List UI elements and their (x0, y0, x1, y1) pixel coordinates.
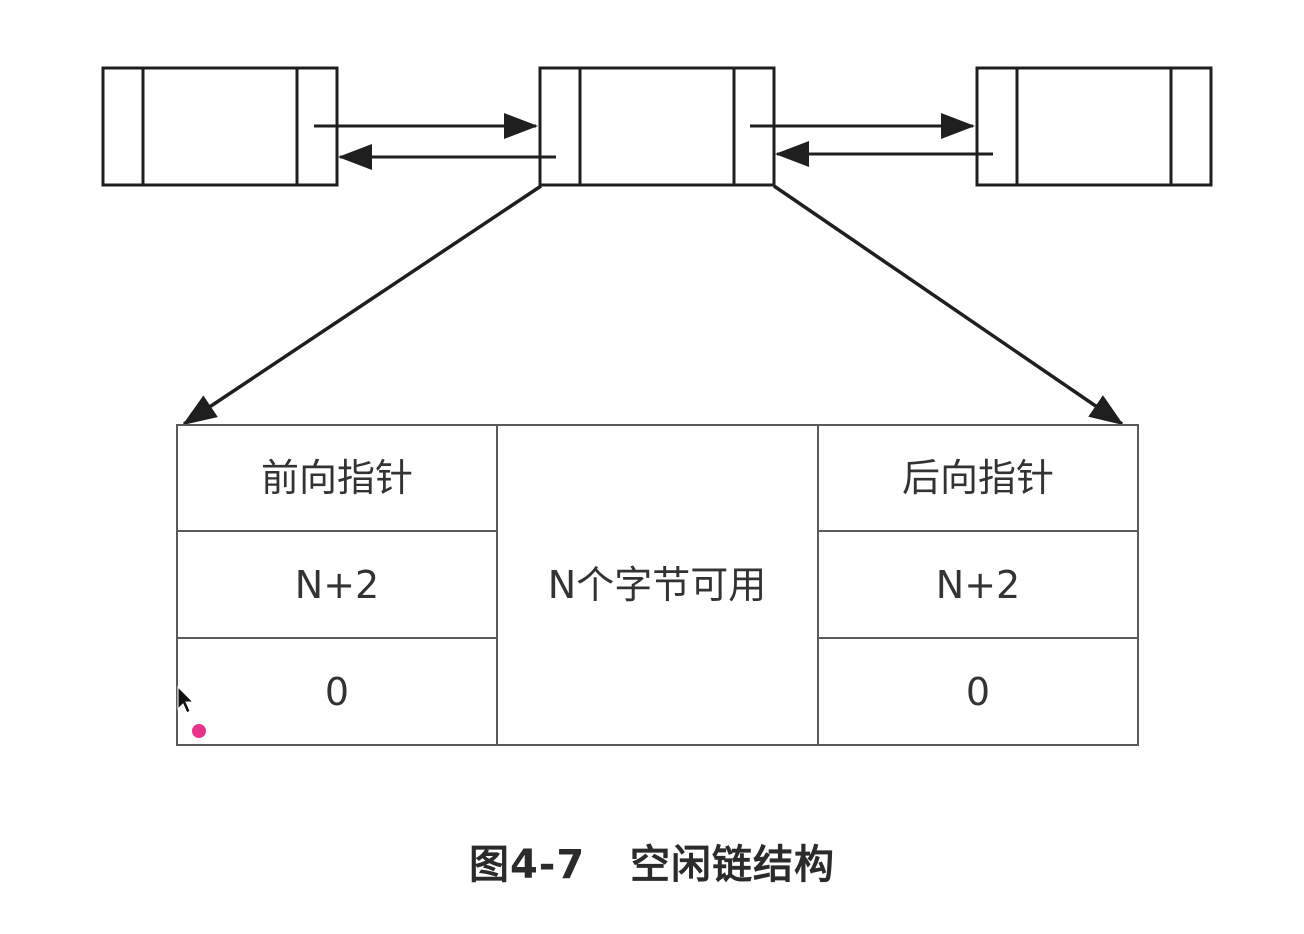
list-node-left (101, 66, 339, 187)
link-arrows (314, 113, 993, 170)
back-size-label: N+2 (936, 563, 1020, 607)
front-flag-label: 0 (325, 670, 349, 714)
figure-number: 图4-7 (468, 842, 586, 888)
figure-title: 空闲链结构 (630, 842, 836, 888)
list-node-right (975, 66, 1213, 187)
node-detail-table (176, 424, 1139, 746)
back-flag-label: 0 (966, 670, 990, 714)
figure-caption: 图4-7 空闲链结构 (0, 832, 1304, 890)
expand-arrow-left (182, 184, 542, 426)
expand-arrow-right (773, 184, 1124, 426)
expansion-arrows (182, 184, 1124, 426)
list-node-middle (538, 66, 776, 187)
front-size-label: N+2 (295, 563, 379, 607)
back-pointer-label: 后向指针 (902, 456, 1054, 500)
cursor-dot (192, 724, 206, 738)
available-bytes-label: N个字节可用 (548, 563, 766, 607)
table-text: 前向指针 N+2 0 N个字节可用 后向指针 N+2 0 (261, 456, 1054, 714)
mouse-cursor-icon (177, 685, 195, 714)
front-pointer-label: 前向指针 (261, 456, 413, 500)
